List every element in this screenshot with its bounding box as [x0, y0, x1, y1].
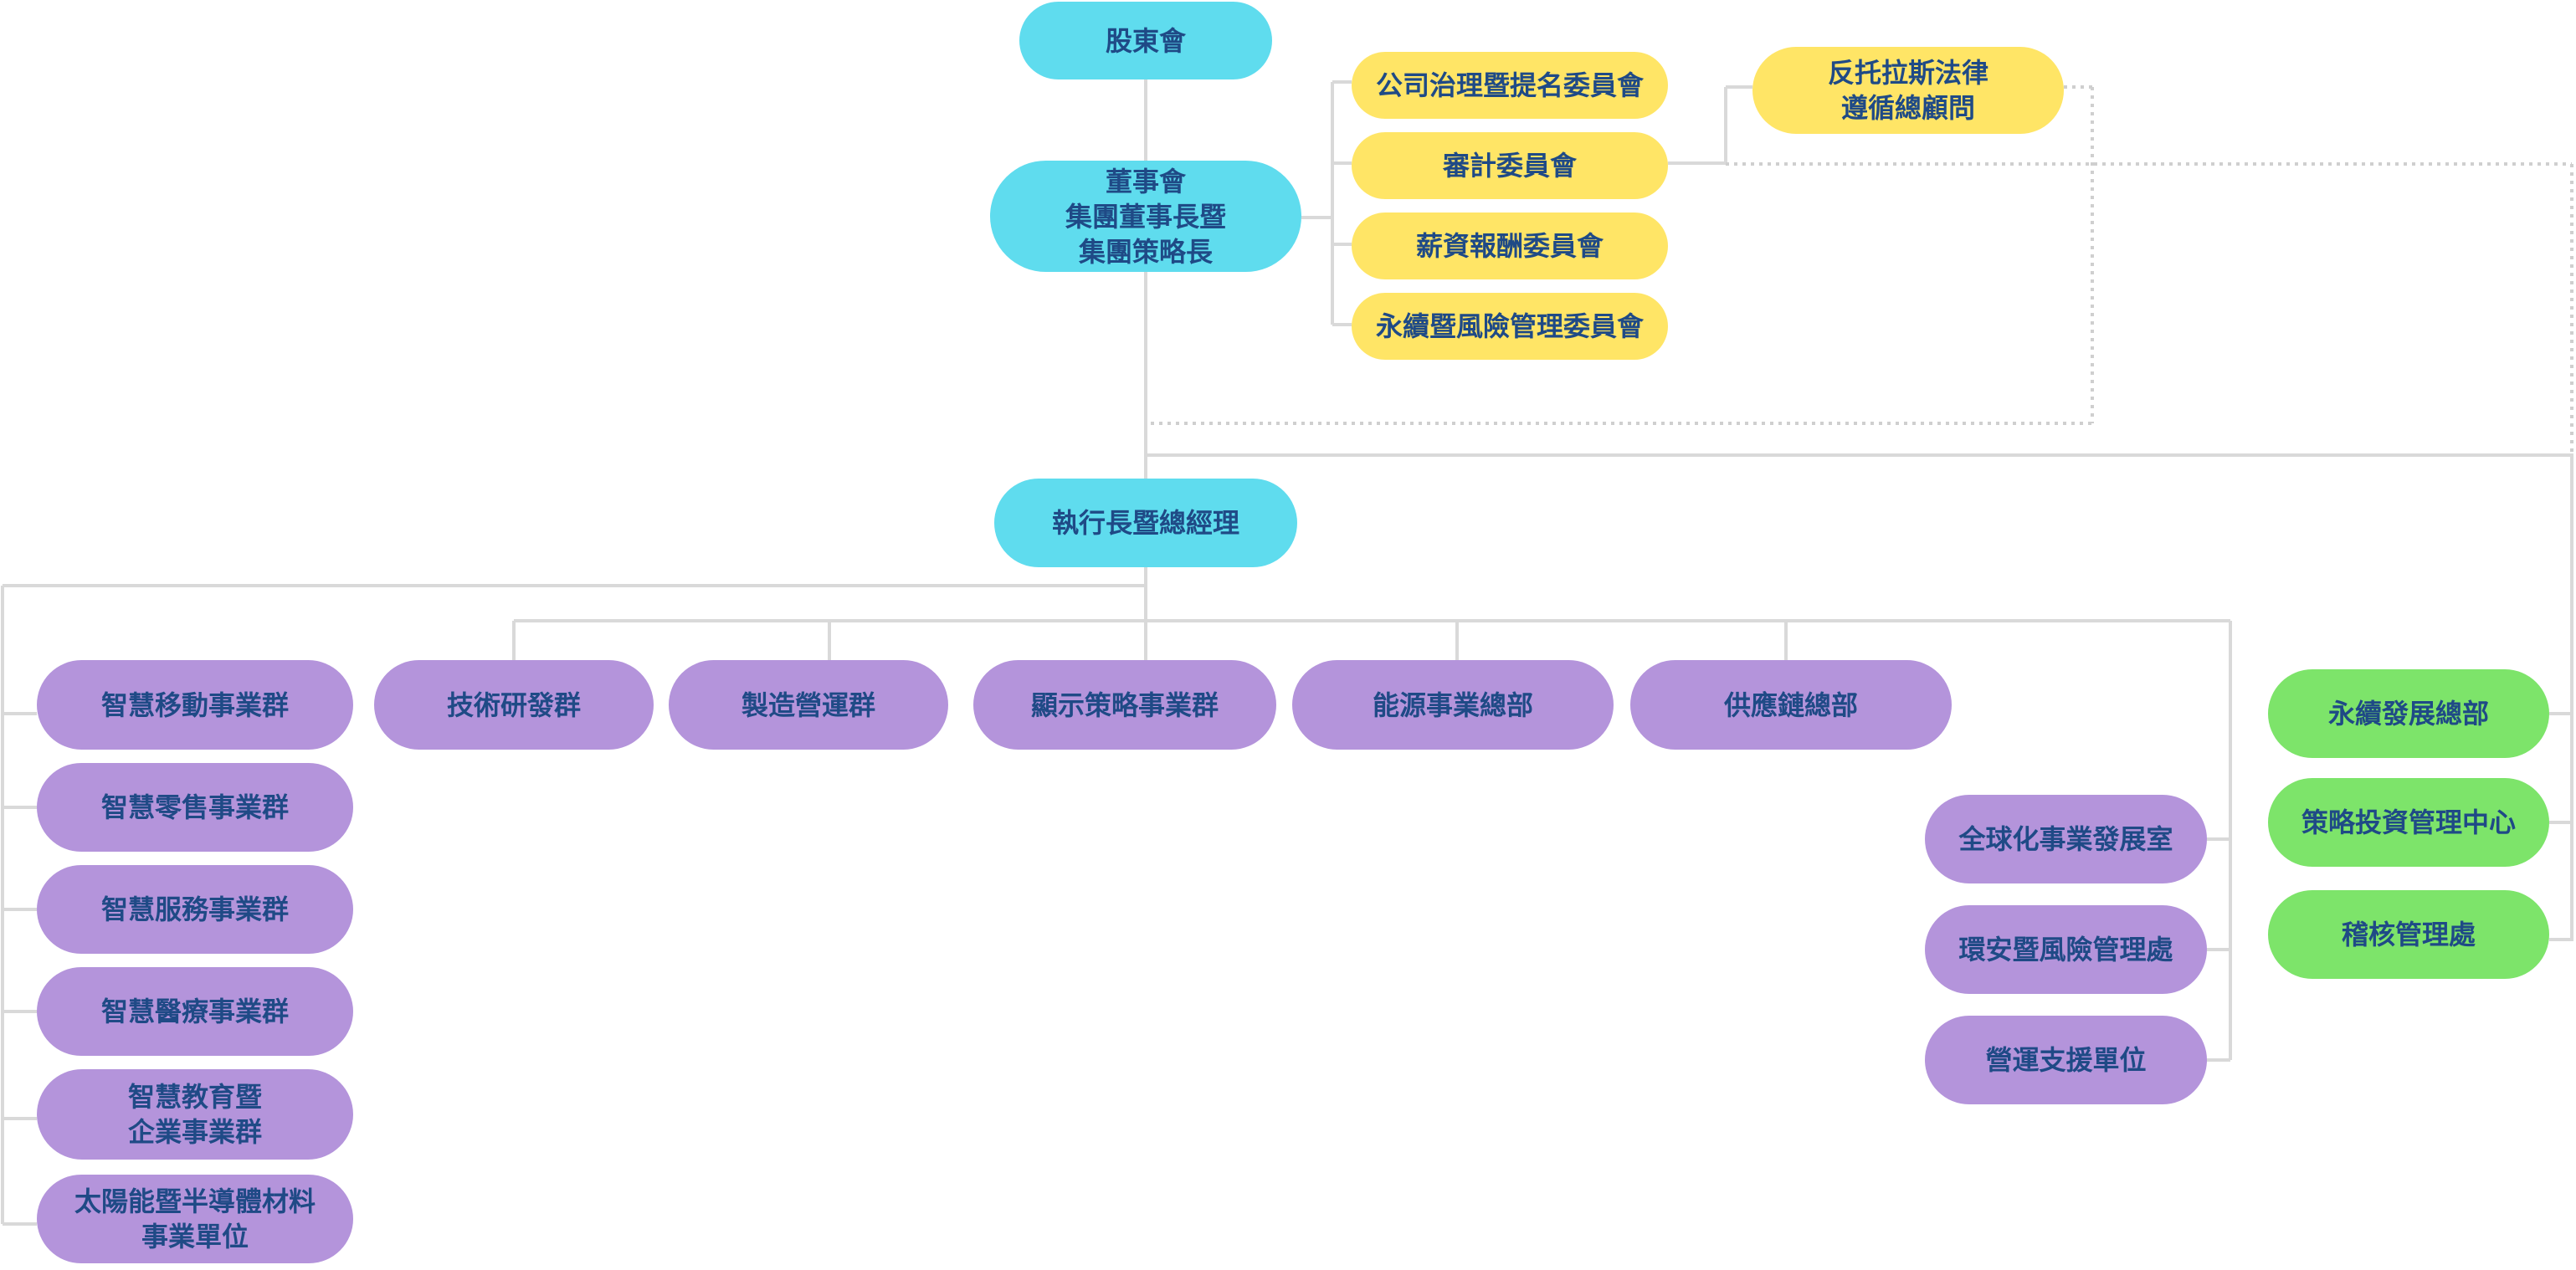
sustainability-hq-label: 永續發展總部	[2327, 698, 2489, 730]
nomination-committee-label: 公司治理暨提名委員會	[1375, 69, 1644, 101]
board-label-line3: 集團策略長	[1078, 235, 1213, 268]
smart-retail-group-label: 智慧零售事業群	[100, 791, 289, 823]
rd-group-node[interactable]: 技術研發群	[374, 660, 654, 750]
compensation-committee-label: 薪資報酬委員會	[1415, 230, 1604, 262]
energy-hq-label: 能源事業總部	[1372, 689, 1533, 721]
ceo-node[interactable]: 執行長暨總經理	[994, 479, 1297, 567]
solar-label-line2: 事業單位	[141, 1221, 249, 1252]
shareholders-meeting-label: 股東會	[1105, 24, 1186, 57]
manufacturing-group-label: 製造營運群	[741, 689, 875, 721]
smart-mobility-group-label: 智慧移動事業群	[100, 689, 289, 721]
globalization-office-label: 全球化事業發展室	[1958, 823, 2173, 855]
solar-label-line1: 太陽能暨半導體材料	[74, 1186, 316, 1217]
smart-mobility-group-node[interactable]: 智慧移動事業群	[37, 660, 353, 750]
smart-healthcare-group-node[interactable]: 智慧醫療事業群	[37, 967, 353, 1056]
energy-hq-node[interactable]: 能源事業總部	[1292, 660, 1614, 750]
smart-services-group-node[interactable]: 智慧服務事業群	[37, 865, 353, 954]
ehs-risk-management-node[interactable]: 環安暨風險管理處	[1925, 905, 2207, 994]
smart-education-label-line2: 企業事業群	[127, 1116, 262, 1148]
display-strategy-group-label: 顯示策略事業群	[1030, 689, 1219, 721]
smart-services-group-label: 智慧服務事業群	[100, 894, 289, 925]
smart-education-label-line1: 智慧教育暨	[127, 1081, 262, 1113]
antitrust-label-line2: 遵循總顧問	[1840, 92, 1975, 124]
supply-chain-hq-label: 供應鏈總部	[1723, 689, 1858, 721]
sustainability-hq-node[interactable]: 永續發展總部	[2268, 669, 2549, 758]
operations-support-unit-label: 營運支援單位	[1985, 1044, 2147, 1076]
board-label-line2: 集團董事長暨	[1065, 200, 1226, 233]
smart-education-group-node[interactable]: 智慧教育暨 企業事業群	[37, 1069, 353, 1160]
antitrust-label-line1: 反托拉斯法律	[1827, 57, 1988, 89]
supply-chain-hq-node[interactable]: 供應鏈總部	[1630, 660, 1952, 750]
rd-group-label: 技術研發群	[446, 689, 581, 721]
internal-audit-office-label: 稽核管理處	[2341, 919, 2476, 950]
display-strategy-group-node[interactable]: 顯示策略事業群	[973, 660, 1276, 750]
ceo-label: 執行長暨總經理	[1051, 507, 1239, 539]
smart-retail-group-node[interactable]: 智慧零售事業群	[37, 763, 353, 852]
internal-audit-office-node[interactable]: 稽核管理處	[2268, 890, 2549, 979]
strategic-investment-center-node[interactable]: 策略投資管理中心	[2268, 778, 2549, 867]
solar-semiconductor-unit-node[interactable]: 太陽能暨半導體材料 事業單位	[37, 1175, 353, 1263]
audit-committee-node[interactable]: 審計委員會	[1352, 132, 1668, 199]
board-of-directors-node[interactable]: 董事會 集團董事長暨 集團策略長	[990, 161, 1301, 272]
ehs-risk-management-label: 環安暨風險管理處	[1958, 934, 2173, 965]
smart-healthcare-group-label: 智慧醫療事業群	[100, 996, 289, 1027]
audit-committee-label: 審計委員會	[1442, 150, 1577, 182]
compensation-committee-node[interactable]: 薪資報酬委員會	[1352, 213, 1668, 279]
manufacturing-group-node[interactable]: 製造營運群	[669, 660, 948, 750]
strategic-investment-center-label: 策略投資管理中心	[2301, 807, 2516, 838]
operations-support-unit-node[interactable]: 營運支援單位	[1925, 1016, 2207, 1104]
shareholders-meeting-node[interactable]: 股東會	[1019, 2, 1272, 79]
globalization-office-node[interactable]: 全球化事業發展室	[1925, 795, 2207, 883]
antitrust-counsel-node[interactable]: 反托拉斯法律 遵循總顧問	[1752, 47, 2064, 134]
board-label-line1: 董事會	[1105, 165, 1186, 197]
sustainability-risk-committee-label: 永續暨風險管理委員會	[1375, 310, 1644, 342]
sustainability-risk-committee-node[interactable]: 永續暨風險管理委員會	[1352, 293, 1668, 360]
nomination-committee-node[interactable]: 公司治理暨提名委員會	[1352, 52, 1668, 119]
